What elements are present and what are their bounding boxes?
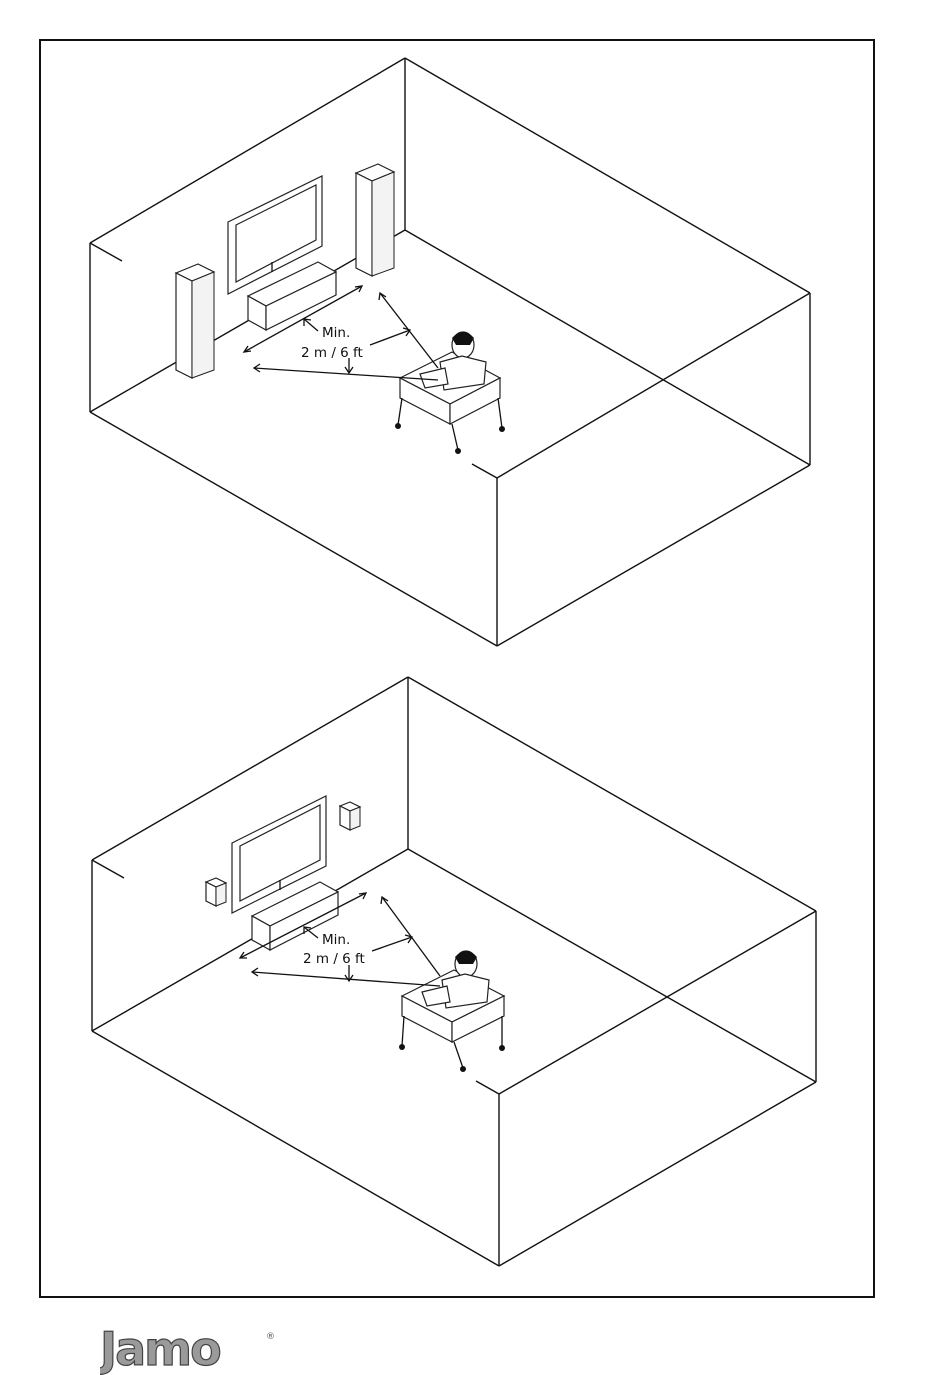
armchair-with-listener: [399, 951, 505, 1072]
jamo-logo: Jamo ®: [100, 1325, 280, 1375]
distance-label-min: Min.: [322, 932, 350, 948]
registered-mark: ®: [266, 1332, 275, 1342]
right-bookshelf-speaker: [340, 802, 360, 830]
distance-label-value: 2 m / 6 ft: [303, 951, 365, 967]
room-diagram-bookshelf: Min. 2 m / 6 ft: [0, 0, 950, 1290]
left-bookshelf-speaker: [206, 878, 226, 906]
brand-wordmark: Jamo: [100, 1325, 220, 1375]
